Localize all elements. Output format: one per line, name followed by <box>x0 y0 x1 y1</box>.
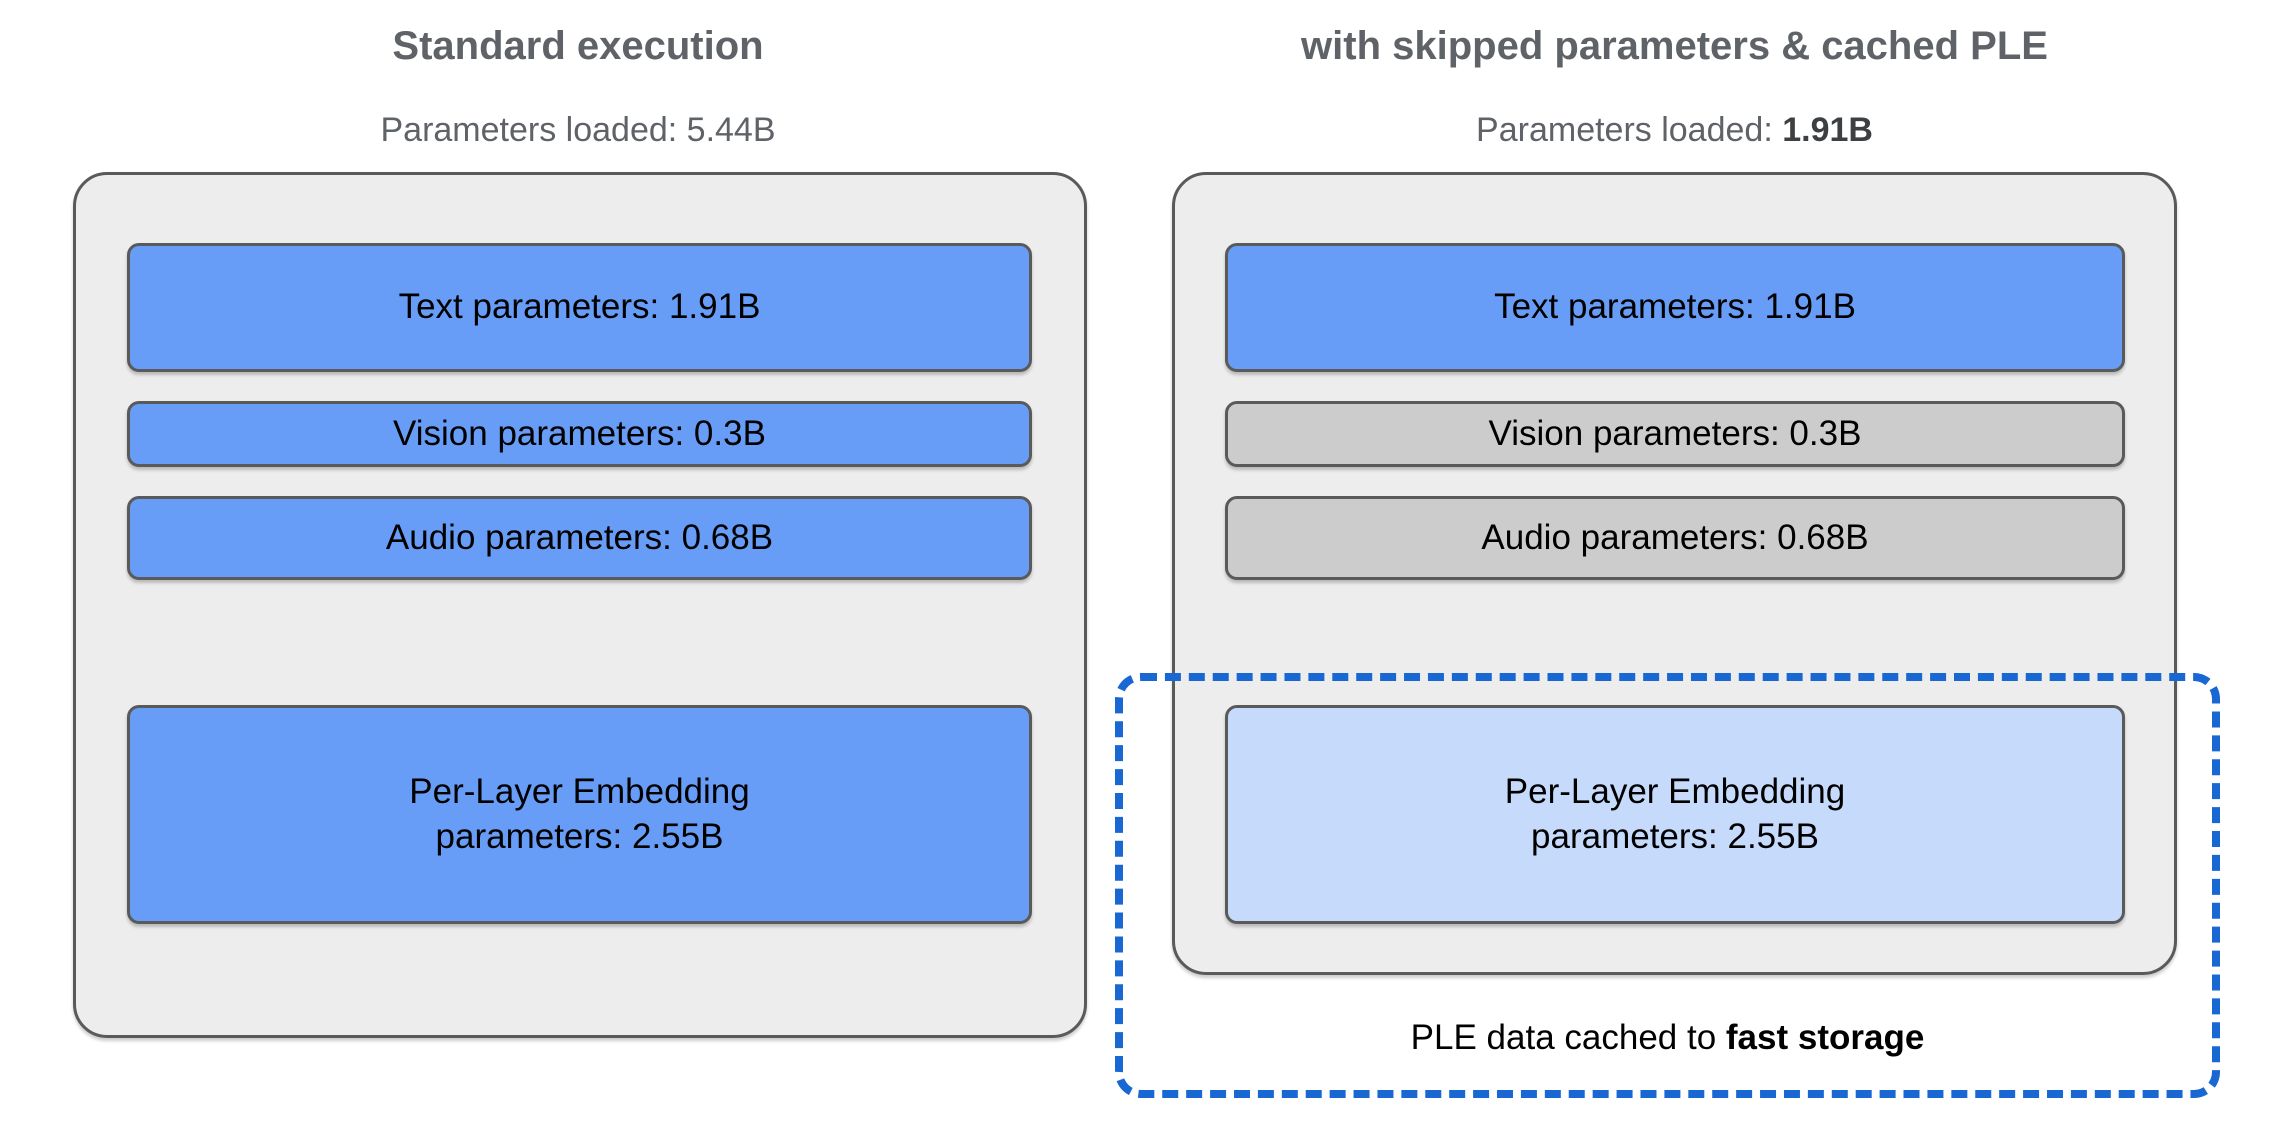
column-subtitle-standard: Parameters loaded: 5.44B <box>73 111 1083 149</box>
block-cached-ple-parameters[interactable]: Per-Layer Embedding parameters: 2.55B <box>1225 705 2125 924</box>
block-cached-text-parameters[interactable]: Text parameters: 1.91B <box>1225 243 2125 372</box>
ple-cache-caption: PLE data cached to fast storage <box>1115 1018 2220 1058</box>
subtitle-value-skipped-cached: 1.91B <box>1782 111 1873 149</box>
column-subtitle-skipped-cached: Parameters loaded: 1.91B <box>1172 111 2177 149</box>
subtitle-label-standard: Parameters loaded: <box>380 111 687 149</box>
block-standard-ple-parameters[interactable]: Per-Layer Embedding parameters: 2.55B <box>127 705 1032 924</box>
block-standard-text-parameters[interactable]: Text parameters: 1.91B <box>127 243 1032 372</box>
ple-cache-caption-prefix: PLE data cached to <box>1410 1018 1726 1057</box>
column-title-standard: Standard execution <box>392 24 764 68</box>
block-cached-vision-parameters[interactable]: Vision parameters: 0.3B <box>1225 401 2125 467</box>
block-standard-audio-parameters[interactable]: Audio parameters: 0.68B <box>127 496 1032 580</box>
block-standard-vision-parameters[interactable]: Vision parameters: 0.3B <box>127 401 1032 467</box>
column-title-skipped-cached: with skipped parameters & cached PLE <box>1301 24 2048 68</box>
subtitle-label-skipped-cached: Parameters loaded: <box>1476 111 1783 149</box>
subtitle-value-standard: 5.44B <box>686 111 776 149</box>
block-cached-audio-parameters[interactable]: Audio parameters: 0.68B <box>1225 496 2125 580</box>
ple-cache-caption-emphasis: fast storage <box>1725 1018 1925 1057</box>
